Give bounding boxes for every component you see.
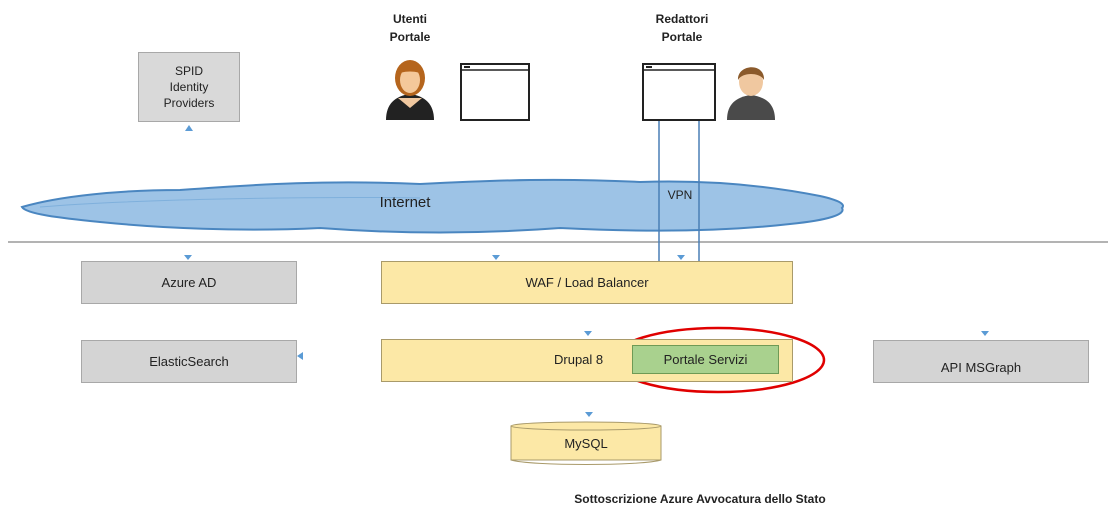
- spid-identity-providers-box: SPID Identity Providers: [138, 52, 240, 122]
- male-user-icon: [727, 67, 775, 120]
- connector-markers: [184, 125, 989, 417]
- mysql-label: MySQL: [564, 436, 608, 451]
- female-user-icon: [386, 60, 434, 120]
- subscription-label: Sottoscrizione Azure Avvocatura dello St…: [574, 492, 826, 506]
- users-label: Utenti Portale: [389, 12, 431, 44]
- editors-browser-window-icon: [642, 63, 716, 121]
- portale-servizi-box: Portale Servizi: [632, 345, 779, 374]
- internet-label: Internet: [379, 194, 431, 211]
- mysql-cylinder: [510, 421, 662, 465]
- elasticsearch-box: ElasticSearch: [81, 340, 297, 383]
- editors-label: Redattori Portale: [655, 12, 709, 44]
- azure-ad-box: Azure AD: [81, 261, 297, 304]
- waf-load-balancer-box: WAF / Load Balancer: [381, 261, 793, 304]
- api-msgraph-box: API MSGraph: [873, 340, 1089, 383]
- drupal-box: Drupal 8: [381, 339, 793, 382]
- users-browser-window-icon: [460, 63, 530, 121]
- internet-cloud: [20, 178, 844, 234]
- vpn-label: VPN: [667, 188, 693, 202]
- drupal-label: Drupal 8: [554, 352, 604, 367]
